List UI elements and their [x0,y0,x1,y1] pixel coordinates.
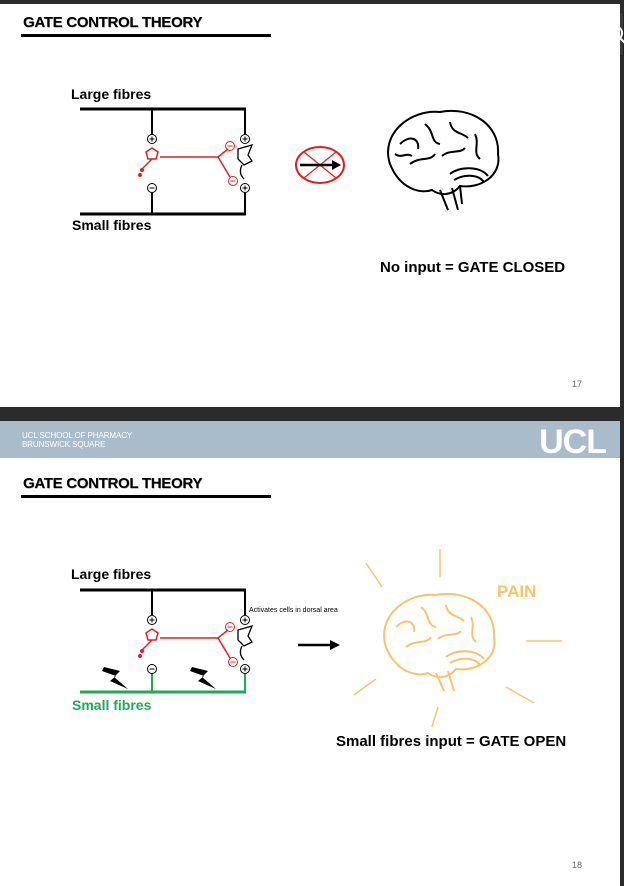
gate-status-caption: No input = GATE CLOSED [380,259,566,276]
title-underline [21,495,271,498]
gate-circuit-diagram [80,588,254,694]
large-fibres-label: Large fibres [71,566,152,582]
pain-brain-icon [353,549,562,728]
slide-title: GATE CONTROL THEORY [23,475,203,492]
ucl-logo: UCL [539,423,607,461]
ucl-header-band: UCL SCHOOL OF PHARMACY BRUNSWICK SQUARE … [0,421,620,461]
pain-label: PAIN [497,582,537,601]
slide-17: GATE CONTROL THEORY Large fibres Small f… [0,4,620,407]
blocked-arrow-icon [295,146,345,184]
page-number: 18 [571,860,582,870]
school-line-2: BRUNSWICK SQUARE [22,440,106,449]
dorsal-annotation: Activates cells in dorsal area [249,607,338,614]
slide-title: GATE CONTROL THEORY [23,14,203,31]
title-underline [21,34,271,37]
school-line-1: UCL SCHOOL OF PHARMACY [22,431,133,440]
gate-circuit-diagram [80,107,254,216]
gate-status-caption: Small fibres input = GATE OPEN [336,733,567,750]
small-fibres-label: Small fibres [72,697,152,713]
school-name: UCL SCHOOL OF PHARMACY BRUNSWICK SQUARE [22,431,132,449]
large-fibres-label: Large fibres [71,86,152,102]
lightning-icon [102,667,128,689]
slide-18: UCL SCHOOL OF PHARMACY BRUNSWICK SQUARE … [0,421,620,886]
brain-icon [387,109,500,211]
right-arrow-icon [298,640,340,650]
page-number: 17 [571,379,582,389]
lightning-icon [190,667,216,689]
small-fibres-label: Small fibres [72,217,152,233]
